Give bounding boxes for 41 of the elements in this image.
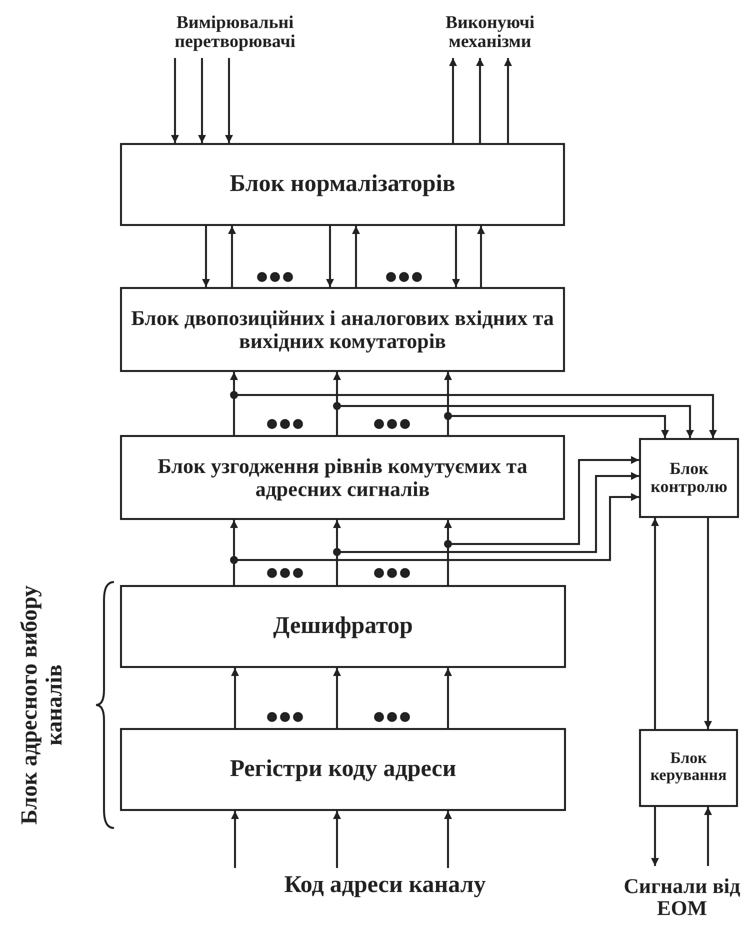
block-box [120, 143, 565, 226]
block-box [120, 728, 566, 811]
arrow [449, 58, 457, 143]
arrow [225, 58, 233, 143]
block-label: Блок узгодження рівнів комутуємих та адресних сигналів [156, 455, 528, 500]
arrow [171, 58, 179, 143]
arrow [704, 518, 712, 729]
arrow [476, 58, 484, 143]
arrow [231, 668, 239, 728]
block-box [120, 585, 566, 668]
block-label: Блок нормалізаторів [230, 172, 456, 198]
block-label: Вимірювальні перетворювачі [174, 13, 296, 51]
block-label: Дешифратор [273, 614, 413, 640]
arrow [504, 58, 512, 143]
block-label: Блок двопозиційних і аналогових вхідних та вихідних комутаторів [130, 307, 555, 352]
arrow [651, 807, 659, 866]
block-label: Блок керування [649, 751, 728, 785]
arrow [452, 226, 460, 287]
block-label: Блок контролю [650, 460, 728, 496]
arrow [326, 226, 334, 287]
arrow [651, 518, 659, 729]
arrow [228, 226, 236, 287]
arrow [198, 58, 206, 143]
block-box [639, 729, 738, 807]
arrow [444, 668, 452, 728]
arrow [444, 811, 452, 868]
arrow [477, 226, 485, 287]
arrow [352, 226, 360, 287]
group-label: Блок адресного вибору каналів [16, 584, 68, 827]
block-label: Регістри коду адреси [230, 756, 456, 782]
arrow [333, 811, 341, 868]
block-box [639, 438, 739, 518]
arrow [202, 226, 210, 287]
arrow [333, 668, 341, 728]
block-label: Код адреси каналу [284, 873, 486, 899]
block-box [120, 435, 565, 520]
arrow [231, 811, 239, 868]
block-box [120, 287, 565, 372]
block-label: Виконуючі механізми [444, 13, 536, 51]
arrow [704, 807, 712, 866]
block-label: Сигнали від ЕОМ [622, 874, 742, 920]
